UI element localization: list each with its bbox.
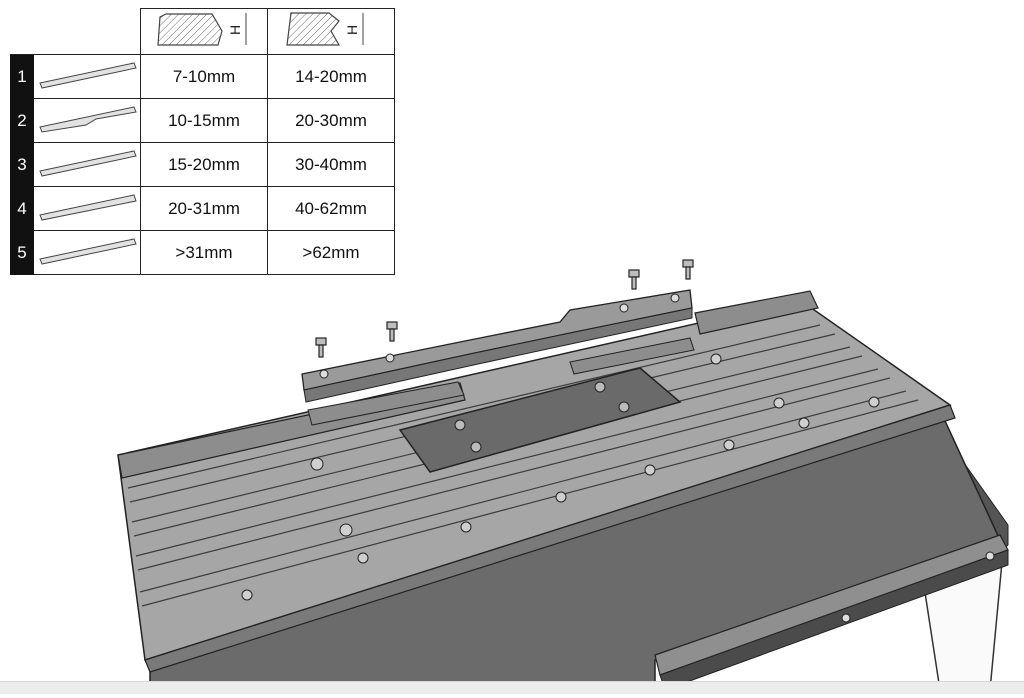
thin-profile-header: H: [140, 8, 268, 55]
thick-profile-icon: H: [286, 12, 364, 46]
thin-value: 10-15mm: [140, 98, 268, 143]
table-row: 4 20-31mm 40-62mm: [10, 186, 395, 231]
row-number: 2: [10, 98, 34, 143]
thin-value: >31mm: [140, 230, 268, 275]
top-screws: [241, 353, 880, 601]
thin-value: 7-10mm: [140, 54, 268, 99]
thin-value: 15-20mm: [140, 142, 268, 187]
row-number: 3: [10, 142, 34, 187]
table-top-edge: [144, 404, 956, 673]
fence-rail-lower-right: [569, 337, 695, 375]
back-rail-right: [694, 290, 819, 335]
rail-part-icon: [33, 142, 141, 187]
fence-rail-face: [303, 307, 693, 403]
table-row: 3 15-20mm 30-40mm: [10, 142, 395, 187]
thick-value: 40-62mm: [267, 186, 395, 231]
table-row: 1 7-10mm 14-20mm: [10, 54, 395, 99]
table-row: 5 >31mm >62mm: [10, 230, 395, 275]
row-number: 5: [10, 230, 34, 275]
apron-screw: [985, 551, 995, 561]
table-row: 2 10-15mm 20-30mm: [10, 98, 395, 143]
thick-value: 14-20mm: [267, 54, 395, 99]
header-corner: [10, 8, 141, 55]
thin-value: 20-31mm: [140, 186, 268, 231]
rail-part-icon: [33, 54, 141, 99]
thick-value: 30-40mm: [267, 142, 395, 187]
rail-part-icon: [33, 230, 141, 275]
row-number: 1: [10, 54, 34, 99]
viewer-bottom-bar: [0, 681, 1024, 694]
thick-value: 20-30mm: [267, 98, 395, 143]
dimension-h-label: H: [344, 25, 360, 35]
header-row: H H: [10, 8, 395, 55]
rail-part-icon: [33, 98, 141, 143]
row-number: 4: [10, 186, 34, 231]
rail-part-icon: [33, 186, 141, 231]
thick-value: >62mm: [267, 230, 395, 275]
thick-profile-header: H: [267, 8, 395, 55]
apron-screw: [841, 613, 851, 623]
dimension-h-label: H: [227, 25, 243, 35]
bolts: [315, 259, 694, 358]
thin-profile-icon: H: [157, 13, 247, 46]
fence-rail-lower-left: [307, 381, 465, 426]
rail-size-table: H H 1 7-10mm 14-20mm 2 10-15mm 20-30mm: [10, 8, 395, 275]
insert-plate: [398, 367, 682, 473]
